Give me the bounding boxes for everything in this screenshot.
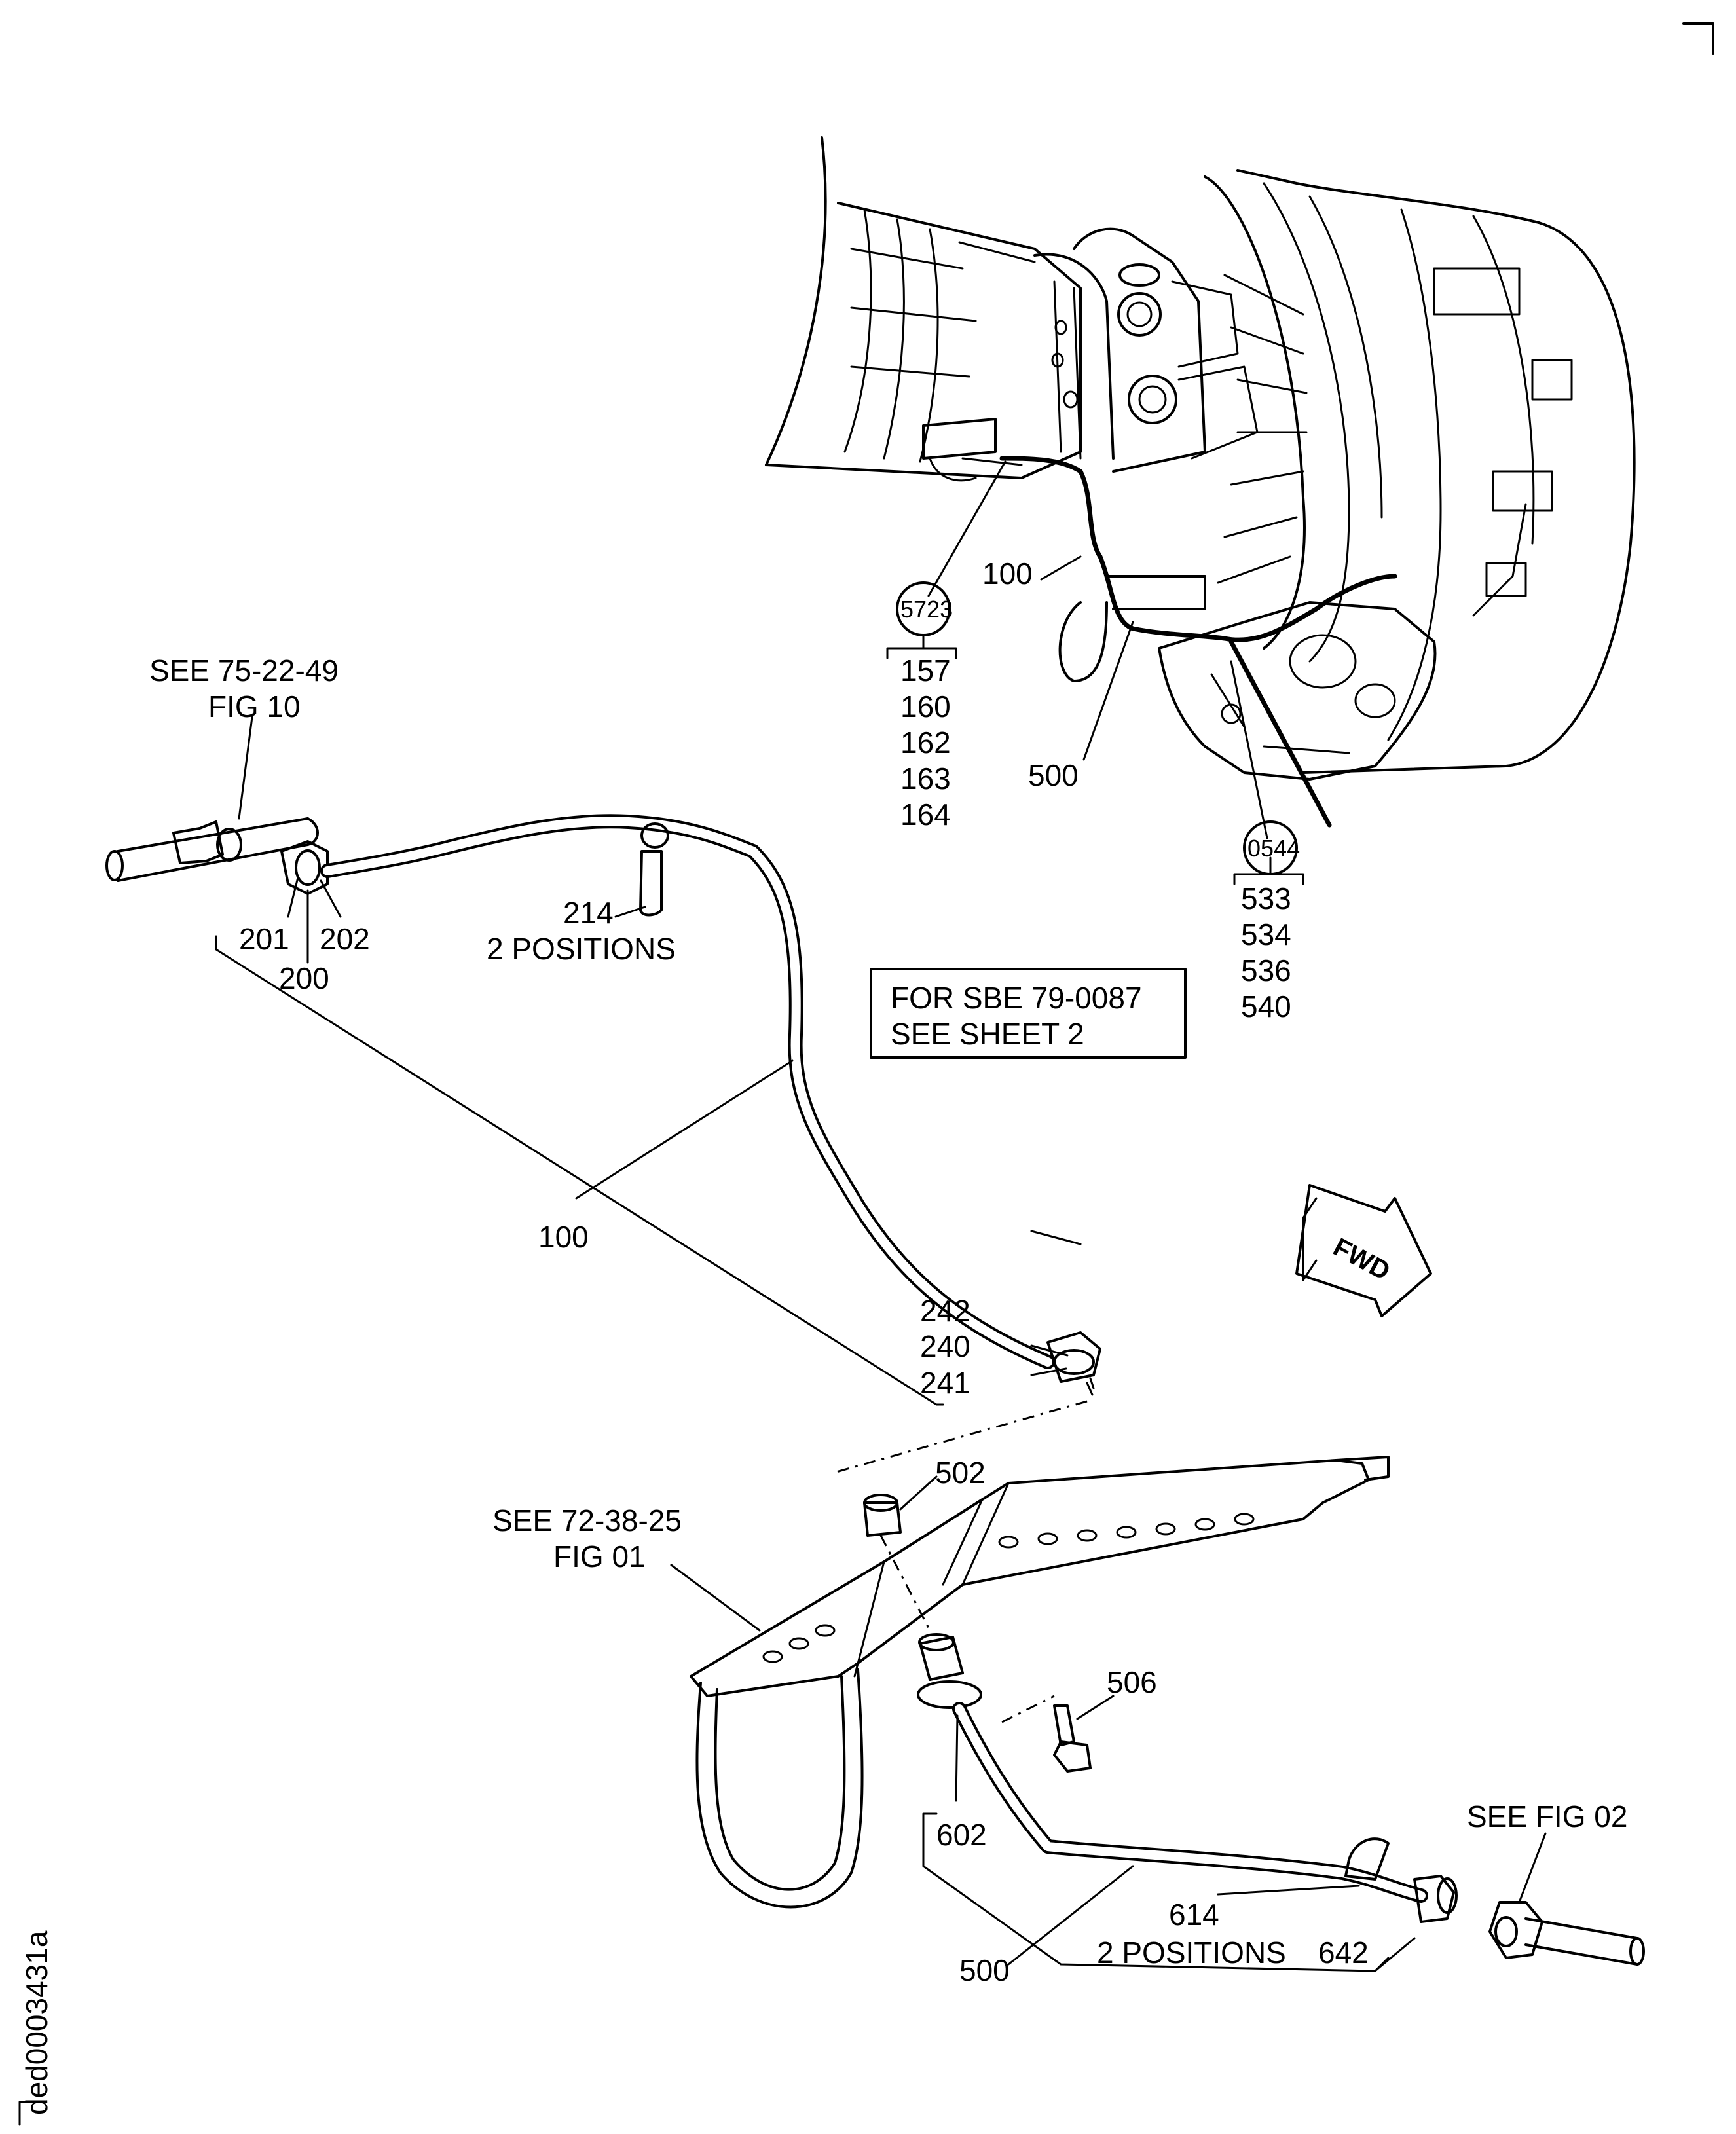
ref-502: 502 — [935, 1456, 986, 1490]
ref-202: 202 — [320, 922, 370, 956]
fig-10-label: FIG 10 — [208, 690, 301, 724]
clamp-614 — [1344, 1837, 1390, 1881]
ref-242: 242 — [920, 1294, 970, 1328]
fitting-642 — [1413, 1875, 1455, 1923]
ref-100-upper: 100 — [982, 557, 1033, 591]
ref-500-upper: 500 — [1028, 758, 1079, 792]
fwd-label: FWD — [1329, 1232, 1395, 1286]
ref-circle-0544 — [1243, 820, 1298, 875]
note-box — [870, 968, 1187, 1059]
ref-100-lower: 100 — [538, 1220, 589, 1254]
ref-240: 240 — [920, 1329, 970, 1363]
note-line2: SEE SHEET 2 — [891, 1017, 1084, 1051]
see-72-38-25-label: SEE 72-38-25 — [492, 1503, 682, 1537]
u-strap — [695, 1668, 864, 1909]
ref-164: 164 — [900, 798, 951, 832]
clamp-214 — [639, 850, 663, 917]
ref-201: 201 — [239, 922, 289, 956]
ref-533: 533 — [1241, 881, 1291, 915]
reference-pipe — [117, 817, 309, 882]
ref-241: 241 — [920, 1366, 970, 1400]
ref-602: 602 — [936, 1818, 987, 1852]
note-line1: FOR SBE 79-0087 — [891, 981, 1142, 1015]
ref-160: 160 — [900, 690, 951, 724]
tube-100-assembly — [105, 814, 1101, 1475]
ref-0544: 0544 — [1247, 835, 1300, 862]
tube-500 — [952, 1702, 1428, 1903]
two-positions-upper: 2 POSITIONS — [487, 932, 676, 966]
ref-642: 642 — [1318, 1936, 1369, 1970]
bolt-506 — [1053, 1704, 1075, 1746]
ref-536: 536 — [1241, 953, 1291, 987]
callout-labels: SEE 75-22-49 FIG 10 201 202 200 214 2 PO… — [18, 557, 1627, 2126]
plate-holes — [762, 1513, 1255, 1663]
engine-illustration — [765, 136, 1636, 828]
ref-614: 614 — [1169, 1898, 1219, 1932]
tube-100 — [320, 814, 1055, 1369]
ref-534: 534 — [1241, 917, 1291, 951]
tube-500-assembly — [690, 1456, 1645, 1972]
see-75-22-49-label: SEE 75-22-49 — [149, 653, 339, 688]
ref-540: 540 — [1241, 989, 1291, 1023]
bracket-plate — [690, 1459, 1370, 1697]
fitting-240 — [1046, 1331, 1101, 1383]
ref-162: 162 — [900, 726, 951, 760]
fitting-502 — [863, 1501, 902, 1537]
ref-5723: 5723 — [900, 596, 953, 623]
drawing-id: ded0003431a — [20, 1930, 54, 2115]
ref-214: 214 — [563, 896, 614, 930]
fwd-arrow-icon: FWD — [1295, 1184, 1432, 1317]
two-positions-lower: 2 POSITIONS — [1097, 1936, 1286, 1970]
ref-200: 200 — [279, 961, 329, 995]
fitting-602 — [919, 1636, 964, 1681]
fig-01-label: FIG 01 — [553, 1539, 646, 1573]
ref-157: 157 — [900, 653, 951, 688]
see-fig-02-label: SEE FIG 02 — [1467, 1799, 1627, 1833]
corner-mark — [1682, 22, 1714, 55]
ref-163: 163 — [900, 762, 951, 796]
leader-lines — [238, 460, 1547, 1972]
ref-506: 506 — [1107, 1665, 1157, 1699]
ref-circle-5723 — [896, 581, 951, 636]
ref-500-lower: 500 — [959, 1953, 1010, 1987]
